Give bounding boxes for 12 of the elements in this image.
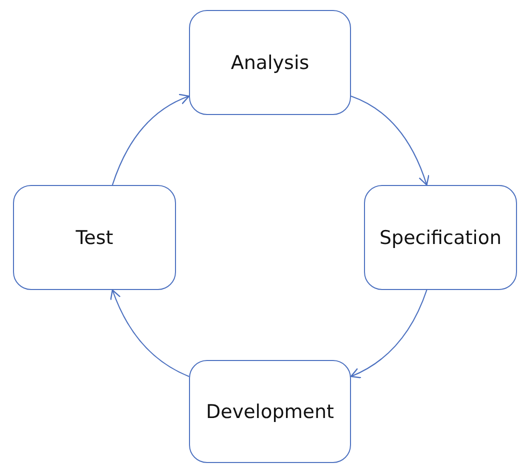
process-box (189, 10, 351, 115)
process-box (189, 360, 351, 463)
curved-arrow (350, 96, 430, 186)
curved-arrow (110, 289, 190, 377)
step-label: Specification (380, 226, 502, 248)
step-label: Test (76, 226, 114, 248)
curved-arrow (350, 290, 428, 378)
process-box (364, 185, 517, 290)
step-label: Analysis (230, 52, 310, 74)
step-label: Development (206, 400, 334, 422)
process-box (13, 185, 176, 290)
curved-arrow (112, 94, 190, 186)
